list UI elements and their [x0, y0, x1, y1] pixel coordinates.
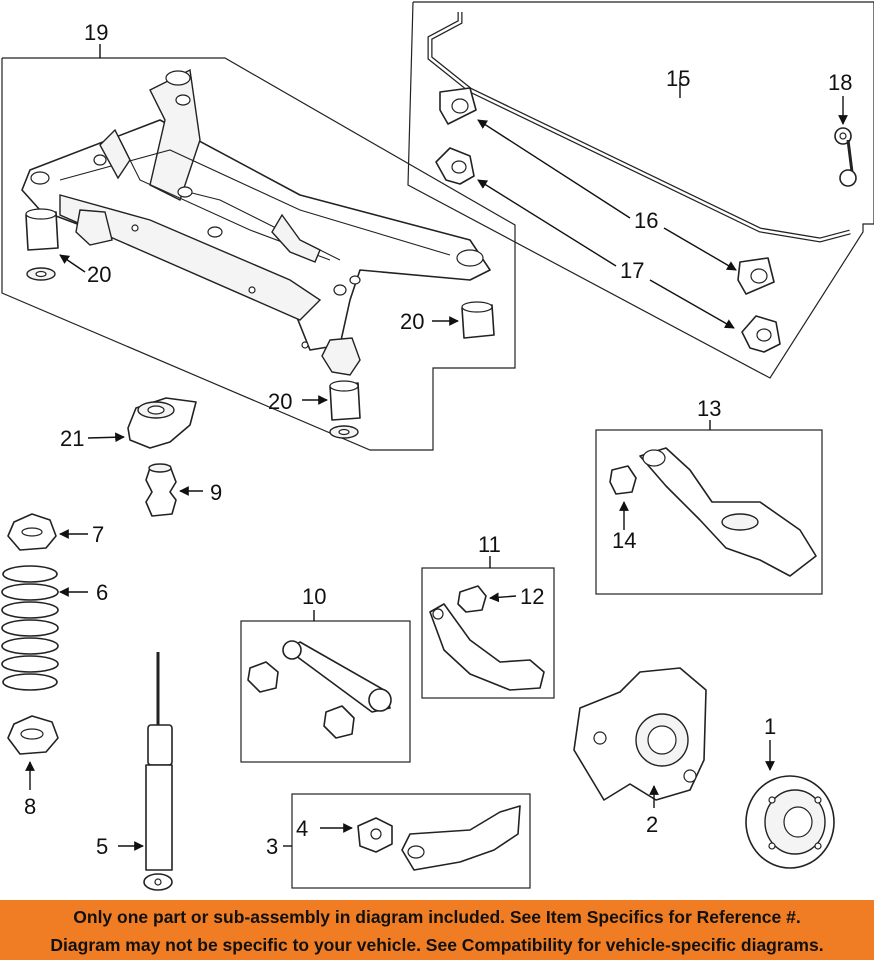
- leader-20a: [59, 254, 86, 273]
- callout-11: 11: [478, 532, 501, 557]
- lower-link-frame: [291, 793, 531, 889]
- callout-12: 12: [520, 584, 544, 609]
- callout-9: 9: [210, 480, 222, 505]
- callout-10: 10: [302, 584, 326, 609]
- crossmember-group: [1, 44, 516, 451]
- bump-stop: [145, 463, 203, 517]
- stabilizer-bar-group: [407, 1, 874, 379]
- stabilizer-link: [834, 127, 857, 187]
- callout-15: 15: [666, 66, 690, 91]
- spring-seat-upper: [7, 513, 88, 551]
- spring-mount-upper: [87, 397, 197, 449]
- leader-17a: [477, 179, 617, 267]
- lower-arm-group: [595, 420, 823, 595]
- stabilizer-bushing-left: [439, 87, 477, 125]
- callout-14: 14: [612, 528, 636, 553]
- rear-subframe: [21, 68, 491, 376]
- callout-6: 6: [96, 580, 108, 605]
- disclaimer-line-2: Diagram may not be specific to your vehi…: [50, 935, 824, 955]
- callout-5: 5: [96, 834, 108, 859]
- lower-arm-frame: [595, 429, 823, 595]
- stabilizer-bracket-right: [741, 315, 781, 353]
- stabilizer-bracket-left: [435, 147, 475, 185]
- coil-spring: [1, 565, 88, 691]
- callout-18: 18: [828, 70, 852, 95]
- leader-16a: [477, 119, 631, 219]
- crossmember-frame-outline: [1, 57, 516, 451]
- disclaimer-line-1: Only one part or sub-assembly in diagram…: [73, 907, 801, 927]
- upper-arm-group: [421, 556, 555, 699]
- stabilizer-frame-outline: [407, 1, 874, 379]
- subframe-bushing-right: [461, 301, 495, 339]
- knuckle: [573, 667, 707, 808]
- callout-17: 17: [620, 258, 644, 283]
- leader-16b: [663, 227, 737, 271]
- spring-seat-lower: [7, 715, 59, 790]
- control-link-group: [240, 610, 411, 763]
- callout-1: 1: [764, 714, 776, 739]
- callout-21: 21: [60, 426, 84, 451]
- callout-7: 7: [92, 522, 104, 547]
- callout-8: 8: [24, 794, 36, 819]
- callout-4: 4: [296, 816, 308, 841]
- upper-arm-frame: [421, 567, 555, 699]
- lower-link-group: [283, 793, 531, 889]
- wheel-hub: [745, 740, 835, 869]
- callout-20c: 20: [268, 389, 292, 414]
- stabilizer-bushing-right: [737, 257, 775, 295]
- callout-19: 19: [84, 20, 108, 45]
- disclaimer-banner: Only one part or sub-assembly in diagram…: [0, 900, 874, 960]
- callout-2: 2: [646, 812, 658, 837]
- callout-20b: 20: [400, 309, 424, 334]
- parts-diagram: 19 20 20 20 15 16 17 18 21 9 7 6 8 5 10 …: [1, 1, 874, 891]
- callout-20a: 20: [87, 262, 111, 287]
- leader-17b: [649, 279, 735, 329]
- subframe-bushing-left: [25, 208, 59, 281]
- callout-3: 3: [266, 834, 278, 859]
- callout-16: 16: [634, 208, 658, 233]
- control-link-frame: [240, 620, 411, 763]
- shock-absorber: [118, 652, 173, 891]
- subframe-bushing-lower: [329, 380, 361, 439]
- callout-13: 13: [697, 396, 721, 421]
